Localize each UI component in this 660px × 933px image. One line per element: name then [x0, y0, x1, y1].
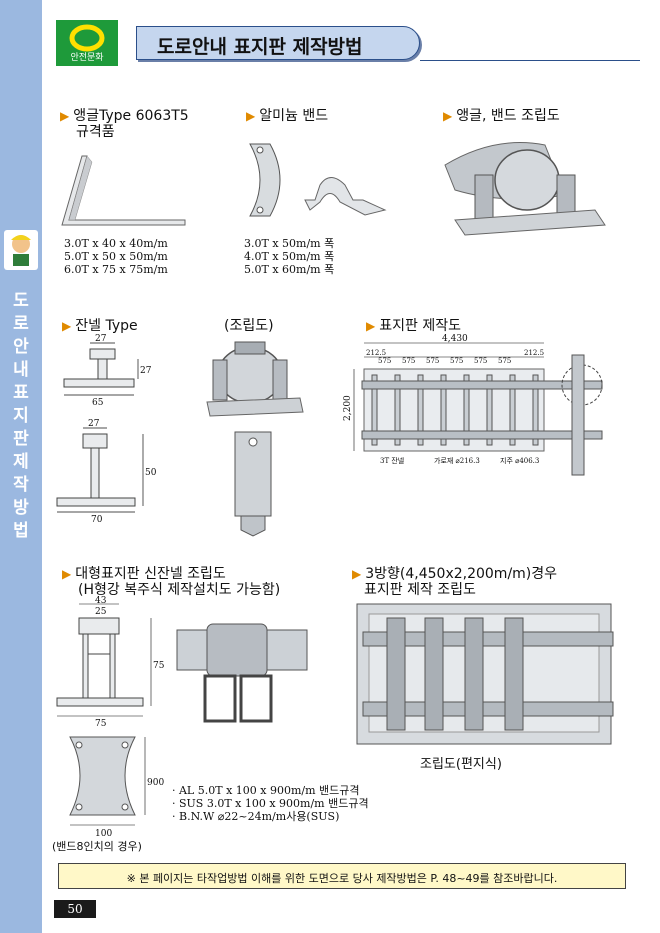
footer-note-bar: ※ 본 페이지는 타작업방법 이해를 위한 도면으로 당사 제작방법은 P. 4…: [58, 863, 626, 889]
svg-text:575: 575: [450, 357, 463, 365]
three-way-assembly-drawing: [356, 603, 614, 745]
svg-text:575: 575: [498, 357, 511, 365]
svg-text:43: 43: [95, 596, 107, 606]
svg-text:75: 75: [153, 661, 165, 671]
svg-text:212.5: 212.5: [524, 349, 544, 357]
section-assembly1-title: ▶앵글, 밴드 조립도: [443, 108, 560, 124]
svg-text:575: 575: [426, 357, 439, 365]
arrow-icon: ▶: [60, 109, 70, 123]
svg-text:27: 27: [88, 419, 100, 429]
svg-text:75: 75: [95, 719, 107, 729]
logo-text: 안전문화: [70, 53, 104, 63]
svg-text:27: 27: [140, 366, 152, 376]
sidebar-title: 도로안내 표지판 제작방법: [13, 291, 29, 541]
svg-text:2,200: 2,200: [343, 395, 353, 421]
band-caption: (밴드8인치의 경우): [52, 840, 142, 853]
section-assembly2-title: (조립도): [224, 318, 274, 334]
svg-text:575: 575: [378, 357, 391, 365]
section-channel-title: ▶잔넬 Type: [62, 318, 138, 334]
svg-text:65: 65: [92, 398, 104, 408]
channel-b-drawing: 27 50 70: [56, 419, 157, 525]
footer-note: ※ 본 페이지는 타작업방법 이해를 위한 도면으로 당사 제작방법은 P. 4…: [126, 872, 558, 885]
svg-text:3T 잔넬: 3T 잔넬: [380, 456, 404, 465]
sign-fabrication-drawing: 4,430 212.5 575 575 575 575 575 575 212.…: [343, 334, 603, 476]
sidebar: 도로안내 표지판 제작방법: [0, 0, 42, 933]
page-title: 도로안내 표지판 제작방법: [157, 36, 363, 58]
logo: 안전문화: [56, 20, 118, 66]
angle-band-assembly-drawing: [444, 142, 606, 236]
svg-text:575: 575: [474, 357, 487, 365]
title-underline: [420, 60, 640, 61]
channel-assembly-drawing: [206, 341, 304, 537]
svg-text:50: 50: [145, 468, 157, 478]
section-sign-title: ▶표지판 제작도: [366, 318, 461, 334]
svg-text:지주 ⌀406.3: 지주 ⌀406.3: [500, 456, 539, 465]
section-three-title: ▶3방향(4,450x2,200m/m)경우 표지판 제작 조립도: [352, 566, 558, 598]
svg-text:27: 27: [95, 334, 107, 344]
angle-profile-drawing: [61, 155, 186, 226]
channel-a-drawing: 27 27 65: [63, 334, 152, 408]
svg-text:900: 900: [147, 778, 164, 788]
large-band-drawing: 900 100: [69, 736, 164, 839]
page-number: 50: [54, 900, 96, 918]
large-assembly-drawing: [176, 623, 308, 723]
svg-text:가로재 ⌀216.3: 가로재 ⌀216.3: [434, 456, 480, 465]
worker-mascot-icon: [4, 230, 38, 270]
three-caption: 조립도(편지식): [420, 757, 502, 772]
svg-text:575: 575: [402, 357, 415, 365]
angle-specs: 3.0T x 40 x 40m/m 5.0T x 50 x 50m/m 6.0T…: [64, 237, 168, 276]
large-specs: · AL 5.0T x 100 x 900m/m 밴드규격 · SUS 3.0T…: [172, 784, 369, 823]
svg-text:25: 25: [95, 607, 107, 617]
section-angle-title: ▶앵글Type 6063T5 규격품: [60, 108, 189, 140]
large-channel-drawing: 43 25 75 75: [56, 596, 165, 729]
page-title-bar: 도로안내 표지판 제작방법: [136, 26, 420, 60]
section-band-title: ▶알미늄 밴드: [246, 108, 329, 124]
svg-text:212.5: 212.5: [366, 349, 386, 357]
section-large-title: ▶대형표지판 신잔넬 조립도 (H형강 복주식 제작설치도 가능함): [62, 566, 281, 598]
band-specs: 3.0T x 50m/m 폭 4.0T x 50m/m 폭 5.0T x 60m…: [244, 237, 335, 276]
band-drawing: [249, 143, 387, 217]
svg-text:100: 100: [95, 829, 112, 839]
svg-text:4,430: 4,430: [442, 334, 468, 344]
svg-text:70: 70: [91, 515, 103, 525]
